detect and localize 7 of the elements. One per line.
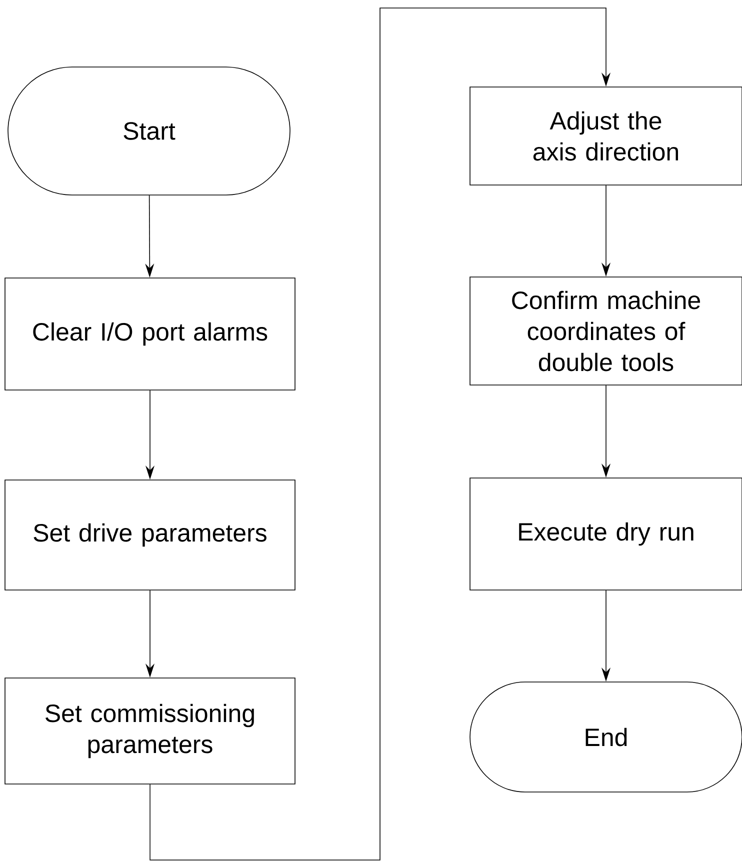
process-box: Set commissioning parameters (4, 678, 296, 784)
process-box: Confirm machine coordinates of double tools (470, 276, 742, 386)
process-box: Set drive parameters (4, 480, 296, 590)
process-box: Adjust the axis direction (470, 86, 742, 186)
arrow (150, 8, 611, 860)
process-box: Clear I/O port alarms (4, 278, 296, 390)
process-box: Execute dry run (470, 478, 742, 590)
